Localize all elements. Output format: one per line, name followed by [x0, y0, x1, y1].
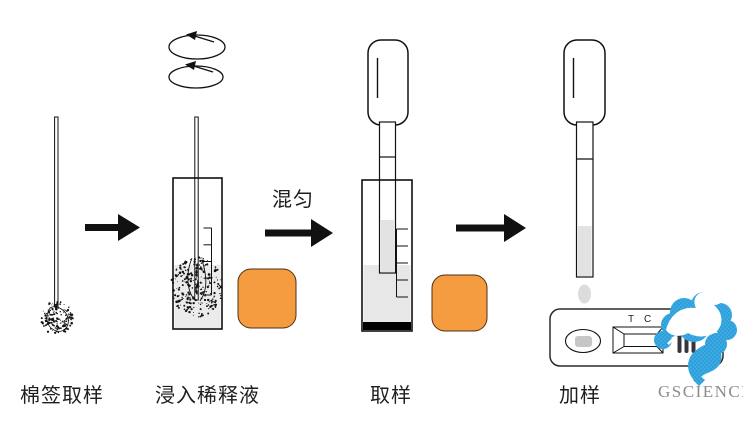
swab-tip-outline-2 [187, 257, 207, 302]
droplet-icon [578, 284, 591, 304]
label-step-immerse-diluent: 浸入稀释液 [155, 385, 260, 407]
mix-annotation: 混匀 [272, 189, 314, 211]
arrow-step2-to-step3-icon [265, 219, 333, 247]
dropper1-bulb [367, 39, 409, 126]
dropper2-bulb [563, 39, 606, 126]
dropper1-liquid [381, 220, 394, 272]
swab-tip-outline [46, 306, 69, 332]
tube2-liquid [363, 265, 411, 323]
c-line-label: C [644, 314, 651, 325]
dove-silhouette [666, 289, 725, 337]
swab-cotton-tip [40, 300, 74, 334]
step-take-sample [361, 39, 488, 332]
label-step-apply-sample: 加样 [559, 385, 601, 407]
t-line-label: T [628, 314, 634, 325]
reagent-block-2 [431, 274, 488, 332]
label-step-swab-sampling: 棉签取样 [20, 385, 104, 407]
stir-arrows-icon [168, 31, 226, 89]
brand-name: GSCIENCE [658, 382, 743, 401]
tube1-scale [203, 227, 212, 296]
step-apply-sample: T C [549, 39, 737, 386]
arrow-step1-to-step2-icon [85, 214, 140, 241]
reagent-block-1 [237, 268, 297, 329]
label-step-take-sample: 取样 [370, 385, 412, 407]
gscience-logo-icon [654, 289, 737, 386]
swab-stick [54, 116, 59, 308]
step-swab-sampling [40, 116, 74, 334]
tube2-base-band [363, 322, 411, 330]
tube2-outline [361, 179, 413, 332]
swab-tip-in-liquid [170, 256, 223, 318]
tube1-outline [172, 177, 223, 330]
sample-well-pad [575, 336, 592, 347]
dropper2-liquid [578, 226, 592, 276]
step-immerse-diluent [168, 31, 297, 330]
tube2-scale [396, 228, 408, 298]
arrow-step3-to-step4-icon [456, 214, 526, 242]
